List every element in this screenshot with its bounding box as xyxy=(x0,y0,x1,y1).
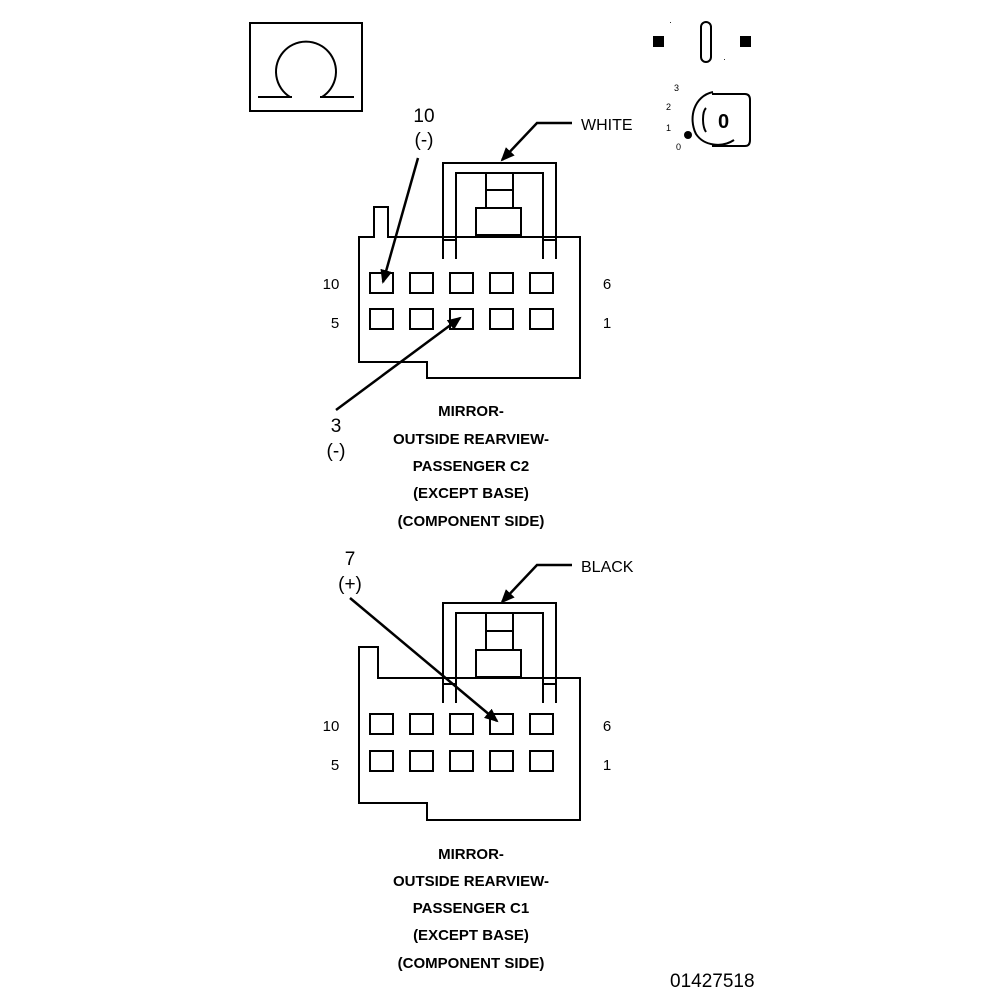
connector-c1-pin-7 xyxy=(489,713,514,735)
connector-c2-pin-1 xyxy=(529,308,554,330)
connector-c2-label-bottom-left: 5 xyxy=(331,315,339,332)
connector-c1-label-bottom-left: 5 xyxy=(331,757,339,774)
connector-c2-callout-pin-3: 3 xyxy=(331,416,342,437)
connector-c1-callout-pin-7: 7 xyxy=(345,549,356,570)
svg-text:(EXCEPT BASE): (EXCEPT BASE) xyxy=(413,485,529,502)
svg-text:(COMPONENT SIDE): (COMPONENT SIDE) xyxy=(398,955,545,972)
connector-c1-pin-8 xyxy=(449,713,474,735)
connector-c2-color-label: WHITE xyxy=(581,117,633,134)
connector-c1-pin-6 xyxy=(529,713,554,735)
connector-c2: 10 6 5 1 WHITE 10 (-) 3 (-) MIRROR- OUTS… xyxy=(323,106,633,530)
connector-c1-pin-4 xyxy=(409,750,434,772)
connector-c2-color-leader xyxy=(500,121,572,162)
connector-c1-label-bottom-right: 1 xyxy=(603,757,611,774)
connector-c1-latch xyxy=(442,602,557,703)
svg-text:MIRROR-: MIRROR- xyxy=(438,846,504,863)
connector-c2-callout-pin-10-arrow xyxy=(380,157,420,284)
ignition-key-label: 0 xyxy=(718,111,729,133)
connector-c1: 10 6 5 1 BLACK 7 (+) MIRROR- OUTSIDE REA… xyxy=(323,549,634,972)
svg-text:OUTSIDE REARVIEW-: OUTSIDE REARVIEW- xyxy=(393,873,549,890)
figure-number: 01427518 xyxy=(670,971,755,992)
connector-c2-pin-10 xyxy=(369,272,394,294)
ignition-switch-icon: · · 3 2 1 0 0 xyxy=(653,17,751,152)
svg-text:(COMPONENT SIDE): (COMPONENT SIDE) xyxy=(398,513,545,530)
svg-text:·: · xyxy=(723,54,726,64)
connector-c1-pin-1 xyxy=(529,750,554,772)
connector-c2-pin-4 xyxy=(409,308,434,330)
connector-c1-pin-2 xyxy=(489,750,514,772)
connector-c2-caption: MIRROR- OUTSIDE REARVIEW- PASSENGER C2 (… xyxy=(393,403,549,530)
ignition-position-3: 3 xyxy=(674,83,679,93)
connector-c1-pin-10 xyxy=(369,713,394,735)
svg-text:OUTSIDE REARVIEW-: OUTSIDE REARVIEW- xyxy=(393,431,549,448)
connector-c2-latch xyxy=(442,162,557,259)
connector-c2-callout-pin-10-polarity: (-) xyxy=(415,130,434,151)
connector-c1-label-top-right: 6 xyxy=(603,718,611,735)
ignition-position-2: 2 xyxy=(666,102,671,112)
connector-c2-pin-3 xyxy=(449,308,474,330)
connector-c2-label-top-right: 6 xyxy=(603,276,611,293)
connector-c2-callout-pin-3-polarity: (-) xyxy=(327,441,346,462)
connector-c2-callout-pin-10: 10 xyxy=(413,106,434,127)
svg-text:·: · xyxy=(669,17,672,27)
connector-c2-pin-6 xyxy=(529,272,554,294)
connector-c1-pins xyxy=(369,713,554,772)
connector-c2-callout-pin-3-arrow xyxy=(335,316,462,412)
connector-c2-pin-9 xyxy=(409,272,434,294)
connector-c1-pin-9 xyxy=(409,713,434,735)
ohmmeter-icon xyxy=(249,22,363,112)
svg-text:(EXCEPT BASE): (EXCEPT BASE) xyxy=(413,927,529,944)
connector-c2-pin-7 xyxy=(489,272,514,294)
connector-c1-callout-pin-7-polarity: (+) xyxy=(338,574,362,595)
connector-c2-pins xyxy=(369,272,554,330)
svg-text:PASSENGER C1: PASSENGER C1 xyxy=(413,900,529,917)
connector-c2-label-bottom-right: 1 xyxy=(603,315,611,332)
connector-c1-callout-pin-7-arrow xyxy=(349,597,499,723)
connector-c2-pin-5 xyxy=(369,308,394,330)
connector-c1-color-label: BLACK xyxy=(581,559,634,576)
ignition-position-1: 1 xyxy=(666,123,671,133)
connector-c2-pin-2 xyxy=(489,308,514,330)
connector-c1-color-leader xyxy=(500,563,572,604)
connector-c2-pin-8 xyxy=(449,272,474,294)
connector-c1-label-top-left: 10 xyxy=(323,718,340,735)
svg-text:PASSENGER C2: PASSENGER C2 xyxy=(413,458,529,475)
connector-c1-caption: MIRROR- OUTSIDE REARVIEW- PASSENGER C1 (… xyxy=(393,846,549,972)
svg-text:MIRROR-: MIRROR- xyxy=(438,403,504,420)
connector-c1-pin-5 xyxy=(369,750,394,772)
connector-c1-pin-3 xyxy=(449,750,474,772)
ignition-position-0: 0 xyxy=(676,142,681,152)
connector-c2-label-top-left: 10 xyxy=(323,276,340,293)
